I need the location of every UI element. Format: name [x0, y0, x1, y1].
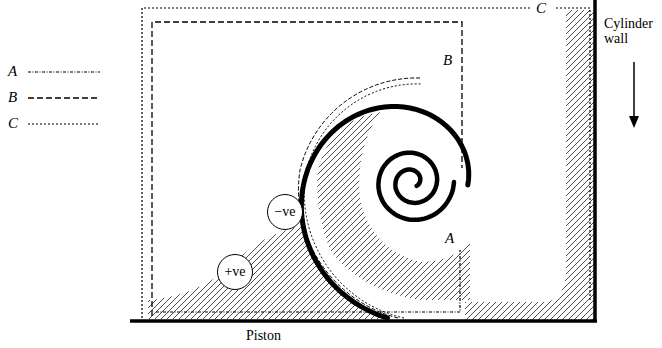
spiral-stroke — [378, 153, 454, 220]
boundary-a — [156, 250, 460, 312]
cylinder-wall — [593, 0, 597, 322]
piston-line — [130, 319, 597, 323]
legend-line-a — [28, 71, 100, 72]
legend-line-c — [28, 123, 100, 124]
vortex-spiral — [301, 107, 468, 319]
part-name: Piston — [246, 328, 281, 343]
sign-circle: −ve — [267, 194, 303, 230]
boundary-c — [142, 8, 590, 318]
legend-label: C — [8, 115, 18, 132]
sign-label: +ve — [224, 264, 245, 280]
legend-label: B — [8, 89, 17, 106]
legend-line-b — [28, 97, 100, 98]
legend-label: A — [8, 63, 17, 80]
spiral-stroke — [301, 107, 468, 319]
wall-hatch — [465, 10, 594, 320]
part-name: Cylinder wall — [604, 16, 658, 47]
boundary-letter: A — [445, 230, 454, 247]
sign-circle: +ve — [217, 254, 253, 290]
core-hatch — [317, 112, 470, 300]
motion-arrow — [633, 62, 635, 118]
boundary-letter: B — [443, 52, 452, 69]
boundary-letter: C — [536, 0, 546, 17]
motion-arrowhead — [629, 116, 639, 128]
sign-label: −ve — [274, 204, 295, 220]
